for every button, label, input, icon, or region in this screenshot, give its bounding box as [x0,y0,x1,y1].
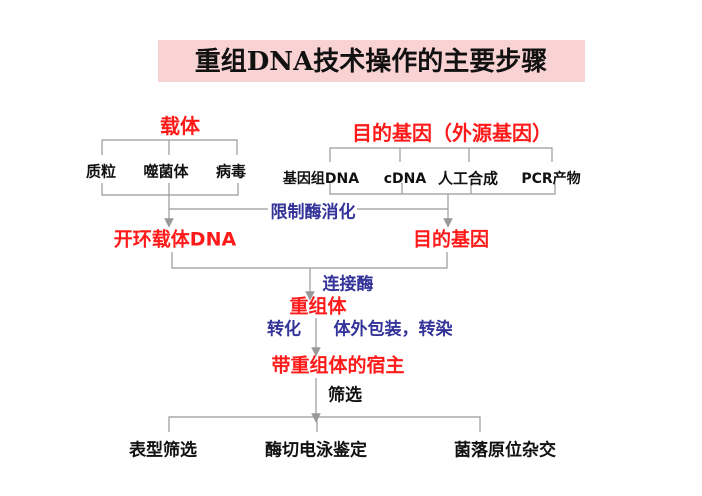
open-vector-label: 开环载体DNA [113,228,237,251]
transform-step: 转化 [267,319,301,340]
gene-top-bracket [329,147,553,162]
ligation-bracket [171,252,448,269]
package-step: 体外包装，转染 [333,319,453,340]
vector-type: 噬菌体 [143,162,189,181]
gene-source: cDNA [383,171,427,187]
target-gene-label: 目的基因（外源基因） [352,121,552,145]
methods-bracket [168,416,481,432]
gene-bottom-bracket [329,183,556,195]
vector-type: 质粒 [85,162,117,181]
vector-bottom-bracket [101,183,239,196]
title-box [158,40,585,82]
method-item: 菌落原位杂交 [454,440,556,461]
recombinant-label: 重组体 [289,295,347,318]
digest-step: 限制酶消化 [270,202,356,223]
method-item: 酶切电泳鉴定 [265,440,367,461]
vector-type: 病毒 [215,162,247,181]
vector-label: 载体 [160,114,200,138]
host-label: 带重组体的宿主 [271,354,405,377]
page-title: 重组DNA技术操作的主要步骤 [194,47,548,77]
gene-source: 基因组DNA [282,171,360,187]
gene-source: PCR产物 [521,171,581,187]
vector-top-bracket [101,139,238,155]
method-item: 表型筛选 [129,440,197,461]
gene-source: 人工合成 [437,169,499,188]
gene-label: 目的基因 [412,228,490,251]
ligase-step: 连接酶 [322,274,374,295]
screen-step: 筛选 [328,385,362,406]
